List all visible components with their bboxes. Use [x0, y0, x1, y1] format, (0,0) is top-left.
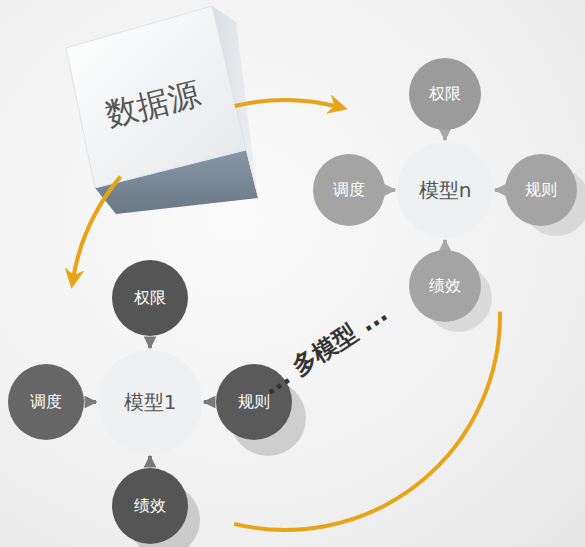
input-arrow [443, 132, 447, 140]
aspect-circle: 绩效 [112, 468, 188, 544]
node-text: 调度 [333, 180, 365, 201]
input-arrow [204, 400, 214, 404]
node-text: 数据源 [101, 72, 205, 138]
input-arrow [86, 400, 96, 404]
node-text: 权限 [134, 288, 166, 309]
aspect-circle: 调度 [313, 154, 385, 226]
node-text: 规则 [525, 180, 557, 201]
node-text: 模型n [419, 177, 472, 204]
flow-arc [235, 100, 340, 107]
node-text: 绩效 [429, 276, 461, 297]
aspect-circle: 规则 [505, 154, 577, 226]
aspect-circle: 绩效 [409, 250, 481, 322]
node-text: 绩效 [134, 496, 166, 517]
input-arrow [148, 456, 152, 466]
aspect-circle: 权限 [409, 58, 481, 130]
data-source-cube: 数据源 [78, 40, 228, 170]
node-text: 模型1 [124, 389, 177, 416]
input-arrow [148, 338, 152, 348]
input-arrow [495, 188, 503, 192]
node-text: 规则 [238, 392, 270, 413]
aspect-circle: 调度 [8, 364, 84, 440]
cube [66, 6, 258, 214]
model-circle: 模型n [397, 142, 493, 238]
node-text: 权限 [429, 84, 461, 105]
group-label: ... 多模型 ... [256, 298, 394, 403]
node-text: 调度 [30, 392, 62, 413]
flow-arc [73, 177, 121, 281]
input-arrow [443, 240, 447, 248]
cube-face [66, 6, 246, 188]
aspect-circle: 权限 [112, 260, 188, 336]
model-circle: 模型1 [98, 350, 202, 454]
input-arrow [387, 188, 395, 192]
